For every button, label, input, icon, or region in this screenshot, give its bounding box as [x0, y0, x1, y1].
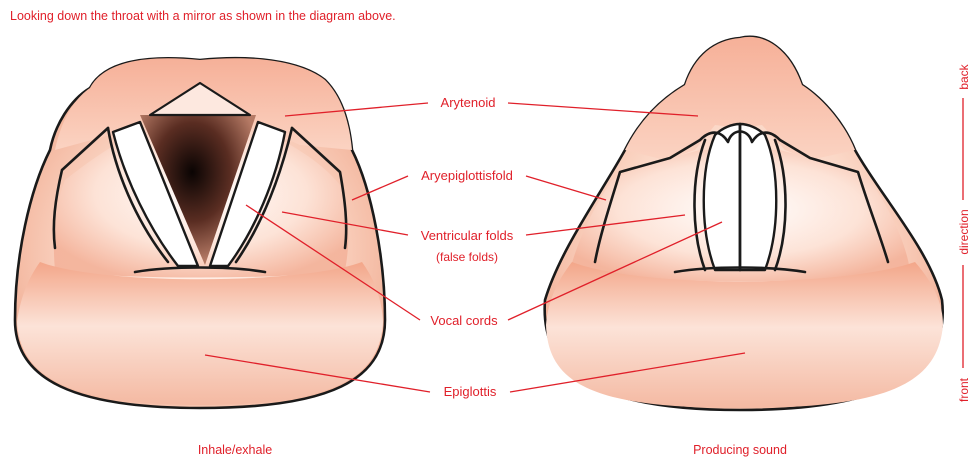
direction-axis: back direction front	[957, 63, 969, 402]
direction-back: back	[957, 63, 969, 89]
label-ventricular-folds: Ventricular folds	[421, 228, 514, 243]
larynx-left	[15, 58, 385, 408]
larynx-right-epiglottis-band	[546, 262, 943, 408]
direction-label: direction	[957, 209, 969, 254]
header-caption: Looking down the throat with a mirror as…	[10, 9, 396, 23]
larynx-right	[545, 37, 943, 410]
labels: Arytenoid Aryepiglottisfold Ventricular …	[421, 95, 514, 399]
label-epiglottis: Epiglottis	[444, 384, 497, 399]
label-arytenoid: Arytenoid	[441, 95, 496, 110]
label-aryepiglottis: Aryepiglottisfold	[421, 168, 513, 183]
direction-front: front	[957, 377, 969, 402]
leader-aryepiglottis-right	[526, 176, 606, 200]
label-vocal-cords: Vocal cords	[430, 313, 498, 328]
larynx-left-epiglottis-band	[17, 262, 383, 405]
caption-producing-sound: Producing sound	[693, 443, 787, 457]
label-false-folds: (false folds)	[436, 250, 498, 264]
caption-inhale-exhale: Inhale/exhale	[198, 443, 272, 457]
